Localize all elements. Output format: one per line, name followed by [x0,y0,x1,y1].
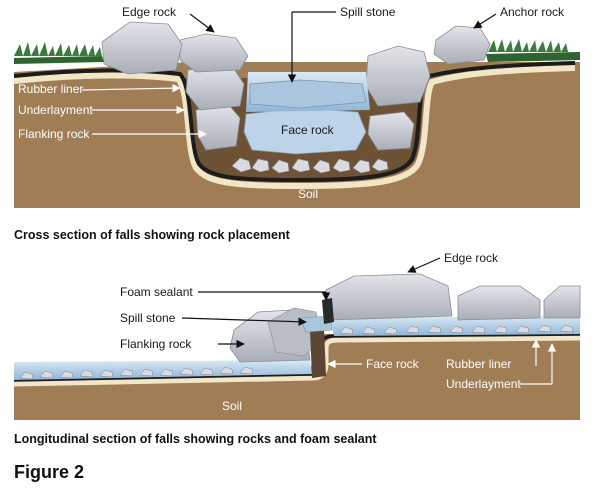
leader-edge-rock [189,13,215,33]
label-flanking-rock-long: Flanking rock [120,337,192,351]
label-rubber-liner-long: Rubber liner [446,357,511,371]
label-foam-sealant: Foam sealant [120,285,193,299]
cross-section: Edge rock Spill stone Anchor rock Rubber… [13,5,580,208]
longitudinal-section: Edge rock Foam sealant Spill stone Flank… [13,251,581,420]
edge-rock-long-3 [543,285,581,319]
label-spill-stone: Spill stone [340,5,396,19]
spill-stone-cross [249,79,367,109]
label-soil-cross: Soil [298,187,318,201]
edge-rock-left-lower [185,65,245,111]
leader-anchor-rock [473,13,497,29]
face-rock-long [310,328,326,378]
label-anchor-rock: Anchor rock [500,5,565,19]
label-soil-long: Soil [222,399,242,413]
caption-cross-section: Cross section of falls showing rock plac… [14,228,290,242]
edge-rock-left-outer [101,21,183,75]
edge-rock-long-2 [457,285,541,321]
leader-rubber-liner [81,83,181,93]
label-underlayment-long: Underlayment [446,377,521,391]
label-spill-stone-long: Spill stone [120,311,176,325]
anchor-rock [433,25,491,65]
plants-right [486,39,580,62]
leader-spill-stone-long [181,317,307,326]
underlayment-long [13,335,581,387]
plants-left [14,42,104,64]
edge-rock-left [179,33,249,73]
gravel-upper-long [339,324,574,335]
gravel-cross [231,157,389,174]
label-edge-rock: Edge rock [122,5,177,19]
edge-rock-right [365,45,431,107]
label-face-rock: Face rock [281,123,335,137]
foam-sealant [322,298,334,324]
gravel-lower-long [19,366,254,380]
flanking-rock-right [367,111,415,151]
label-underlayment: Underlayment [18,103,93,117]
underlayment-cross [13,65,576,190]
label-edge-rock-long: Edge rock [444,251,499,265]
caption-longitudinal-section: Longitudinal section of falls showing ro… [14,432,377,446]
label-face-rock-long: Face rock [366,357,420,371]
flanking-rock-left [195,103,241,151]
label-rubber-liner: Rubber liner [18,82,83,96]
figure-label: Figure 2 [14,462,85,482]
leader-edge-rock-long [407,257,441,273]
edge-rock-long-1 [325,273,453,321]
label-flanking-rock: Flanking rock [18,127,90,141]
